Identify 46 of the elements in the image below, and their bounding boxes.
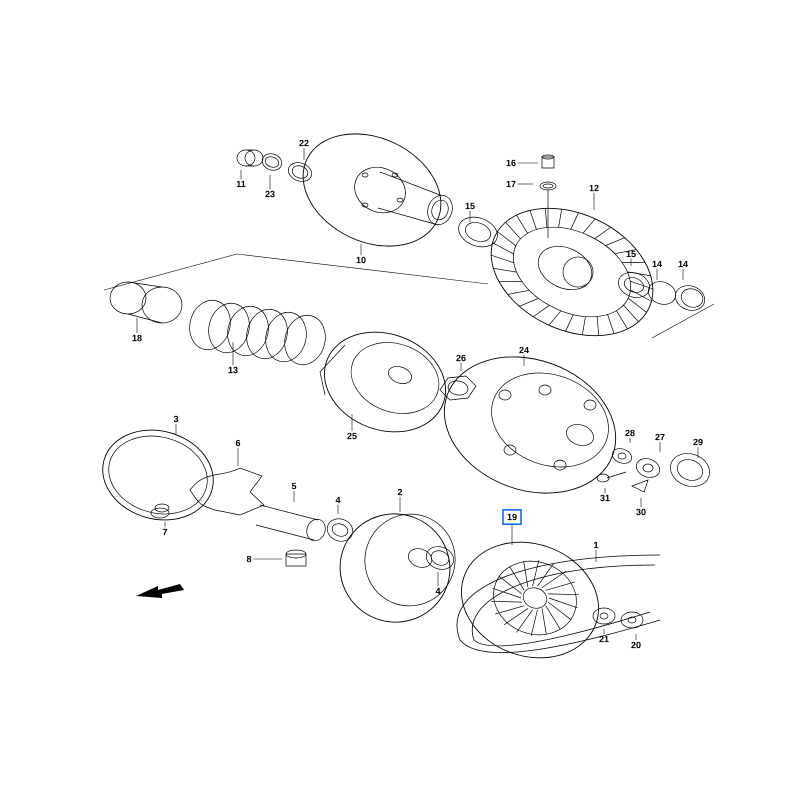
callout-number: 6	[236, 440, 240, 446]
leader-line	[640, 498, 642, 508]
callout-number: 23	[265, 190, 275, 198]
callout-number: 16	[506, 160, 516, 166]
callout-number: 5	[292, 482, 296, 490]
leader-line	[460, 362, 462, 372]
callout-number: 4	[336, 496, 340, 504]
callout-number: 28	[625, 430, 635, 436]
leader-line	[252, 558, 282, 560]
callout-number: 15	[626, 250, 636, 258]
callout-number: 15	[466, 202, 475, 210]
callout-number: 29	[693, 438, 703, 446]
callout-number: 2	[398, 488, 402, 496]
callout-number: 24	[519, 346, 529, 354]
leader-line	[240, 170, 242, 180]
callout-number: 4	[436, 588, 440, 594]
leader-line	[517, 162, 538, 164]
callout-number: 1	[594, 542, 598, 548]
callout-number: 3	[174, 416, 178, 422]
callout-number: 22	[299, 140, 309, 146]
callout-number: 21	[599, 636, 609, 642]
callout-number: 10	[356, 256, 366, 264]
callout-number: 26	[456, 354, 466, 362]
callout-number: 12	[590, 184, 599, 192]
callout-number: 31	[600, 494, 610, 502]
leader-line	[360, 244, 362, 256]
callout-number: 25	[347, 432, 357, 440]
callout-number: 14	[678, 260, 688, 268]
callout-number: 11	[236, 180, 246, 188]
leader-line	[136, 318, 138, 334]
callout-number: 8	[246, 556, 252, 562]
callout-number: 17	[506, 180, 516, 188]
callout-number: 13	[228, 366, 238, 374]
boxed-callout-number: 19	[502, 509, 522, 525]
leader-line	[232, 342, 234, 366]
callout-number: 14	[652, 260, 662, 268]
callout-number: 18	[132, 334, 142, 342]
callout-number: 27	[655, 434, 665, 440]
callout-number: 20	[631, 642, 641, 648]
leader-line	[682, 268, 684, 280]
callout-number: 7	[162, 528, 168, 536]
callout-number: 30	[636, 508, 646, 516]
leader-line	[604, 488, 606, 494]
leader-line	[656, 268, 658, 280]
leader-line	[630, 258, 632, 266]
leader-line	[164, 522, 166, 528]
